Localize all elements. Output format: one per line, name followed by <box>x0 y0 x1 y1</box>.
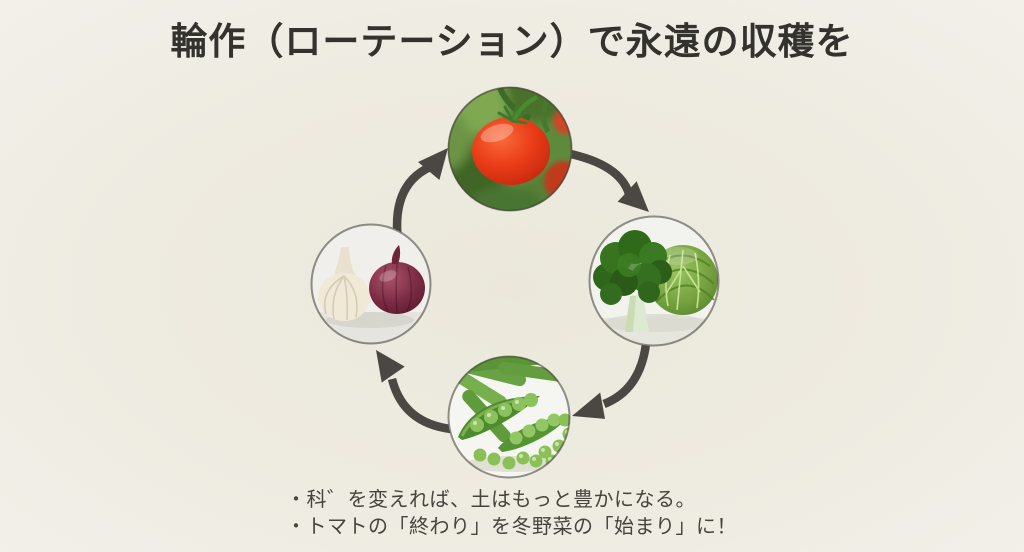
arrow-garlic-to-tomato <box>392 148 448 249</box>
tomato-circle-border <box>447 86 573 212</box>
notes: ・科゛を変えれば、土はもっと豊かになる。 ・トマトの「終わり」を冬野菜の「始まり… <box>286 487 737 541</box>
garlic-onion-photo <box>311 224 431 344</box>
arrowhead <box>376 350 405 383</box>
broccoli-cabbage-photo <box>589 216 719 346</box>
arrowhead <box>572 392 605 419</box>
arrow-tomato-to-broccoli <box>565 148 649 212</box>
peas-circle-border <box>447 355 571 479</box>
note-line: ・トマトの「終わり」を冬野菜の「始まり」に！ <box>286 516 737 538</box>
note-line: ・科゛を変えれば、土はもっと豊かになる。 <box>286 489 696 511</box>
arrow-peas-to-garlic <box>376 350 452 434</box>
broccoli-circle-border <box>588 215 720 347</box>
arrowhead <box>418 148 448 180</box>
arrow-broccoli-to-peas <box>572 343 651 419</box>
garlic-circle-border <box>310 223 432 345</box>
arrowhead <box>617 181 649 212</box>
garlic-clove-lines <box>323 275 358 321</box>
broccoli-florets <box>593 230 672 305</box>
page-title: 輪作（ローテーション）で永遠の収穫を <box>170 21 854 62</box>
